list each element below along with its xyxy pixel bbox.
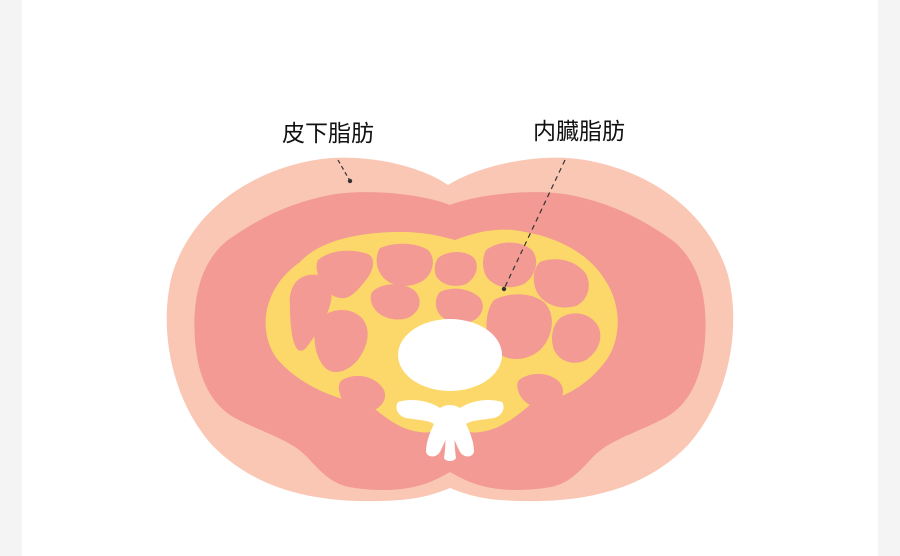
organ-loop	[486, 294, 552, 359]
organ-loop	[483, 242, 537, 288]
vertebral-body	[398, 319, 502, 391]
organ-loop	[376, 243, 433, 286]
subcutaneous-fat-pointer-dot	[347, 178, 353, 184]
spinous-process	[444, 420, 456, 461]
organ-loop	[533, 259, 589, 308]
organ-loop	[338, 375, 386, 413]
vertebral-arch	[396, 400, 504, 457]
organ-loop	[552, 313, 601, 363]
organ-loop	[517, 373, 564, 409]
organ-loop	[314, 309, 368, 373]
organ-loop	[370, 284, 420, 320]
organ-loop	[434, 252, 477, 286]
organ-loop	[289, 274, 332, 351]
subcutaneous-fat-label: 皮下脂肪	[282, 121, 374, 147]
visceral-fat-label: 内臓脂肪	[533, 119, 625, 145]
visceral-fat-leader-line	[503, 159, 566, 290]
visceral-fat-pointer-dot	[501, 286, 507, 292]
organ-loop	[435, 288, 483, 324]
organ-loops	[289, 242, 601, 413]
organ-loop	[316, 250, 374, 299]
